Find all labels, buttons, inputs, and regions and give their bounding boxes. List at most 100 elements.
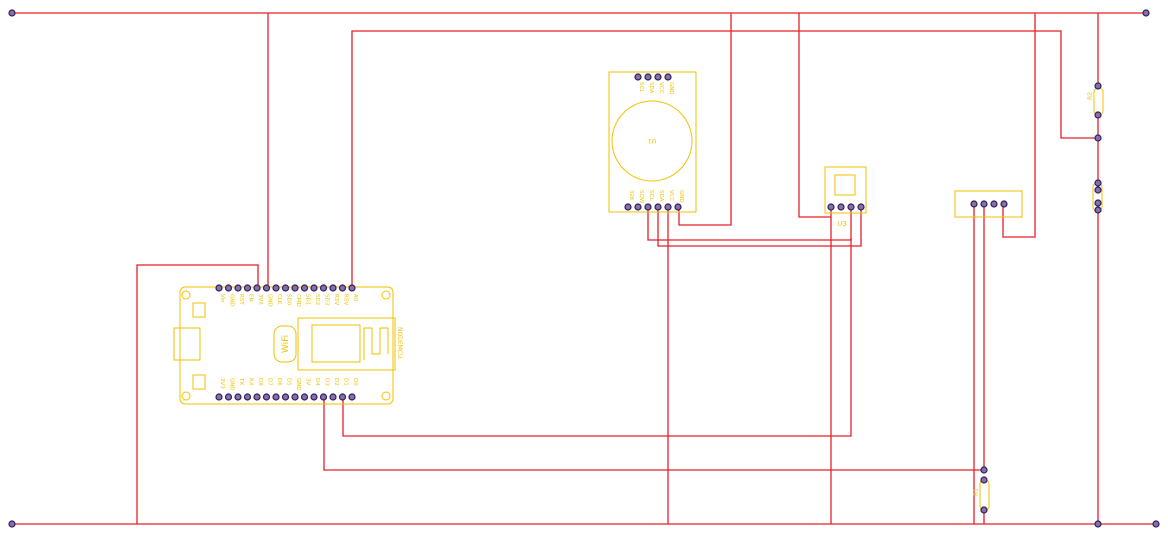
nodemcu-bottom-pin-pad[interactable]	[310, 393, 318, 401]
sensor-pin-pad[interactable]	[857, 203, 865, 211]
header-pin-pad[interactable]	[980, 200, 988, 208]
nodemcu-bottom-pin-pad[interactable]	[281, 393, 290, 401]
sensor-pin-pad[interactable]	[837, 203, 845, 211]
nodemcu-bottom-pin-pad[interactable]	[262, 393, 271, 401]
sensor-pin-pad[interactable]	[847, 203, 855, 211]
nodemcu-bottom-pin-pad[interactable]	[224, 393, 233, 401]
rtc-top-pin-pad[interactable]	[654, 73, 662, 81]
rtc-top-pin-pad[interactable]	[634, 73, 642, 81]
terminal-top-right[interactable]	[1142, 9, 1150, 17]
nodemcu-bottom-pin-pad[interactable]	[348, 393, 356, 401]
nodemcu-top-pin-label: RSV	[343, 294, 349, 305]
sensor-outline	[824, 166, 867, 214]
header-pin-pad[interactable]	[990, 200, 998, 208]
header-4pin[interactable]	[954, 190, 1023, 218]
resistor-r1[interactable]: R1	[973, 466, 990, 514]
wire-sensor-top[interactable]	[798, 13, 832, 218]
mount-hole-icon	[381, 290, 391, 300]
nodemcu-bottom-pin-label: D5	[286, 378, 292, 386]
nodemcu-bottom-pin-label: D4	[314, 378, 320, 386]
mount-hole-icon	[181, 290, 191, 300]
header-pin-pad[interactable]	[1000, 200, 1008, 208]
rtc-top-pin-label: VCC	[658, 82, 664, 94]
nodemcu-label: NODEMCU	[396, 327, 403, 358]
terminal-bottom-right[interactable]	[1152, 520, 1160, 528]
resistor-pad	[1094, 179, 1102, 187]
nodemcu-top-pin-pad[interactable]	[272, 284, 280, 292]
nodemcu-bottom-pin-pad[interactable]	[253, 393, 261, 401]
nodemcu-bottom-pin-label: D2	[333, 378, 339, 386]
rtc-bottom-pin-pad[interactable]	[664, 203, 672, 211]
nodemcu-bottom-pin-label: D7	[267, 378, 273, 386]
nodemcu-top-pin-pad[interactable]	[329, 284, 337, 292]
wire-vin-to-bottom[interactable]	[136, 264, 259, 524]
wires	[12, 12, 1156, 525]
nodemcu-bottom-pin-label: D8	[257, 378, 263, 386]
nodemcu-bottom-pin-label: GND	[229, 378, 235, 391]
nodemcu-bottom-pin-pad[interactable]	[234, 393, 242, 401]
nodemcu-bottom-pin-label: GND	[295, 378, 301, 391]
nodemcu-top-pin-pad[interactable]	[310, 284, 318, 292]
nodemcu-top-pin-pad[interactable]	[243, 284, 252, 292]
nodemcu-top-pin-pad[interactable]	[291, 284, 299, 292]
antenna-icon	[363, 327, 389, 360]
nodemcu-top-pin-pad[interactable]	[348, 284, 356, 292]
nodemcu-top-pin-label: SD1	[305, 294, 311, 305]
battery-icon	[611, 100, 693, 182]
rtc-top-pin-label: SDA	[648, 82, 654, 94]
rtc-bottom-pin-label: VCC	[668, 190, 674, 202]
nodemcu-bottom-pin-pad[interactable]	[338, 393, 347, 401]
rtc-bottom-pin-pad[interactable]	[634, 203, 642, 211]
rtc-bottom-pin-pad[interactable]	[644, 203, 652, 211]
nodemcu-top-pin-pad[interactable]	[253, 284, 261, 292]
header-pin-pad[interactable]	[970, 200, 978, 208]
nodemcu-bottom-pin-pad[interactable]	[291, 393, 299, 401]
sensor-module[interactable]: U3	[824, 166, 867, 228]
rtc-bottom-pin-pad[interactable]	[624, 203, 632, 211]
nodemcu-bottom-pin-label: D0	[352, 378, 358, 386]
wire-a0-long[interactable]	[351, 30, 1098, 288]
nodemcu-top-pin-pad[interactable]	[319, 284, 328, 292]
nodemcu-top-pin-pad[interactable]	[338, 284, 347, 292]
nodemcu-bottom-pin-pad[interactable]	[243, 393, 252, 401]
rtc-bottom-pin-pad[interactable]	[674, 203, 682, 211]
nodemcu-top-pin-pad[interactable]	[224, 284, 233, 292]
nodemcu-bottom-pin-label: D6	[276, 378, 282, 386]
nodemcu-bottom-pin-pad[interactable]	[215, 393, 223, 401]
rtc-outline	[608, 71, 697, 213]
nodemcu-top-pin-pad[interactable]	[281, 284, 290, 292]
terminal-bottom-left[interactable]	[8, 520, 16, 528]
resistor-r2[interactable]: R2	[1087, 82, 1104, 119]
resistor-label: R2	[1087, 92, 1094, 100]
resistor-r3[interactable]	[1092, 179, 1103, 214]
junction-dot[interactable]	[1094, 134, 1102, 142]
rtc-bottom-pin-pad[interactable]	[654, 203, 662, 211]
header-outline	[954, 190, 1023, 218]
nodemcu-bottom-pin-label: D3	[324, 378, 330, 386]
wire-header-right[interactable]	[1002, 13, 1036, 238]
nodemcu-bottom-pin-pad[interactable]	[329, 393, 337, 401]
nodemcu-bottom-pin-pad[interactable]	[272, 393, 280, 401]
terminal-top-left[interactable]	[8, 9, 16, 17]
wire-rtc-vcc[interactable]	[678, 13, 732, 226]
nodemcu-top-pin-pad[interactable]	[234, 284, 242, 292]
nodemcu-top-pin-pad[interactable]	[300, 284, 309, 292]
resistor-body-icon	[979, 479, 990, 511]
nodemcu-bottom-pin-pad[interactable]	[300, 393, 309, 401]
nodemcu-top-pin-pad[interactable]	[262, 284, 271, 292]
wifi-logo-text: WiFi	[281, 335, 291, 353]
junction-bottom-rail[interactable]	[1094, 520, 1102, 528]
nodemcu-bottom-pin-pad[interactable]	[319, 393, 328, 401]
wire-sensor-data[interactable]	[342, 207, 852, 437]
resistor-pad	[1094, 111, 1102, 119]
esp-module-outline	[297, 317, 396, 371]
rtc-top-pin-pad[interactable]	[664, 73, 672, 81]
wire-d3[interactable]	[323, 397, 984, 471]
wire-rtc-sda[interactable]	[657, 207, 862, 247]
sensor-pin-pad[interactable]	[827, 203, 835, 211]
rtc-top-pin-pad[interactable]	[644, 73, 652, 81]
nodemcu-top-pin-pad[interactable]	[215, 284, 223, 292]
